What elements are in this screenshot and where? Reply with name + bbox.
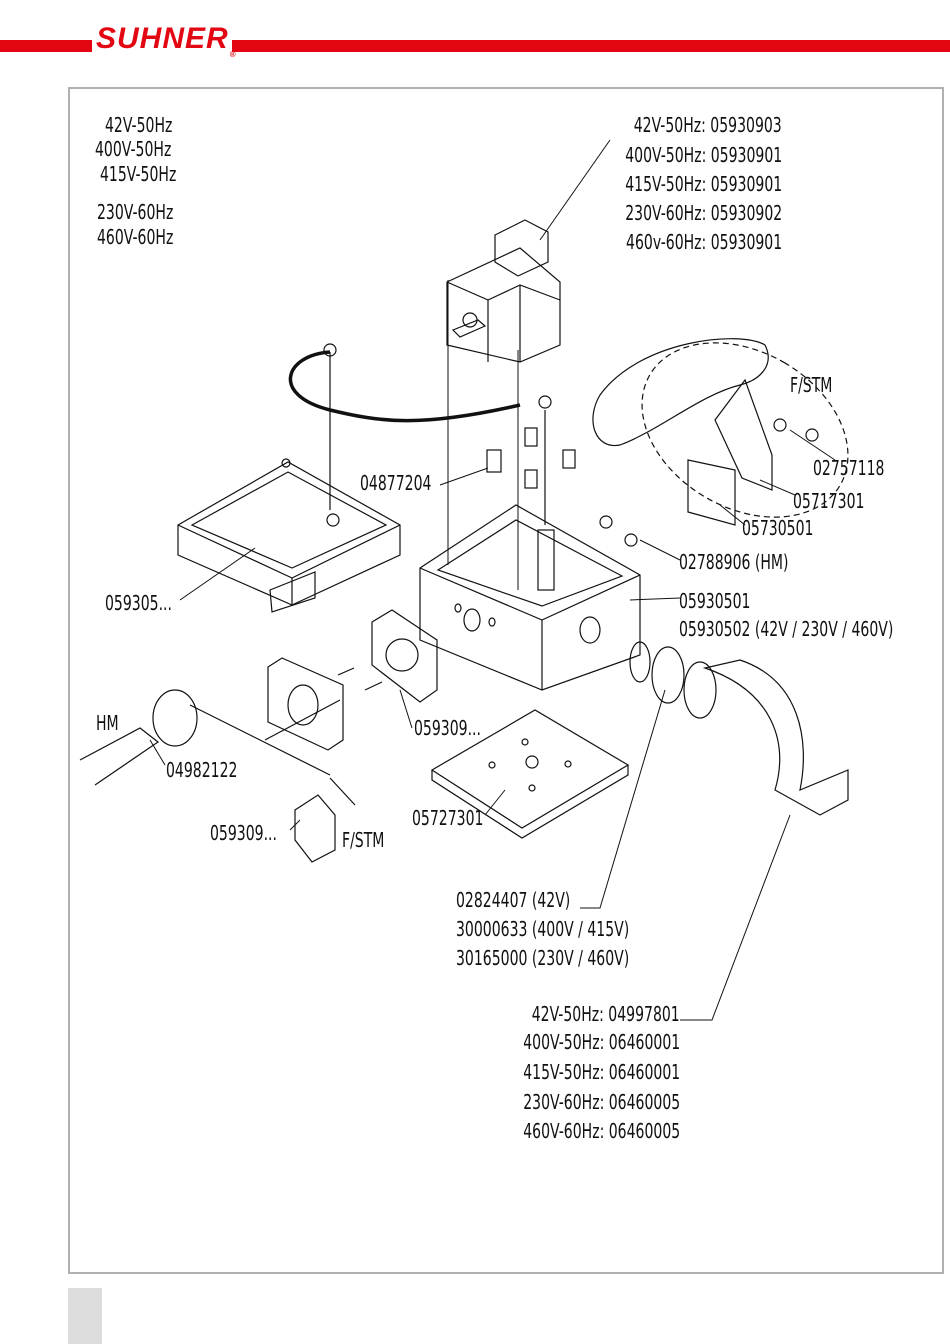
voltage-item: 230V-60Hz — [97, 200, 174, 224]
label-plate: 05730501 — [742, 516, 814, 540]
voltage-item: 400V-50Hz — [95, 137, 172, 161]
gland-part: 02824407 (42V) — [456, 888, 571, 912]
label-switch-knob: 059309... — [210, 821, 277, 845]
wire-lug-right — [538, 395, 552, 409]
brand-logo: SUHNER® — [96, 22, 236, 60]
switch-knob — [294, 777, 356, 863]
label-base-plate: 05727301 — [412, 806, 484, 830]
voltage-item: 460V-60Hz — [97, 225, 174, 249]
cable-part: 460V-60Hz: 06460005 — [523, 1119, 680, 1143]
switch-plate — [267, 609, 438, 751]
screws — [329, 352, 638, 547]
voltage-item: 42V-50Hz — [105, 113, 173, 137]
ground-wire — [288, 350, 521, 423]
header-bar-left — [0, 40, 92, 52]
motor — [446, 219, 561, 363]
cable-part: 415V-50Hz: 06460001 — [523, 1060, 680, 1084]
junction-box — [419, 504, 641, 691]
motor-part: 415V-50Hz: 05930901 — [625, 172, 782, 196]
label-box: 05930501 — [679, 589, 751, 613]
header-bar-right — [232, 40, 950, 52]
motor-part: 400V-50Hz: 05930901 — [625, 143, 782, 167]
gland-part: 30165000 (230V / 460V) — [456, 946, 630, 970]
leader-lines — [149, 139, 836, 1021]
brand-name: SUHNER — [96, 22, 229, 55]
brand-mark: ® — [229, 50, 237, 59]
cable-part: 230V-60Hz: 06460005 — [523, 1090, 680, 1114]
box-lid — [177, 458, 401, 613]
page-tab — [68, 1288, 102, 1344]
label-hm-part: 04982122 — [166, 758, 238, 782]
cable-gland — [629, 641, 717, 719]
motor-part: 230V-60Hz: 05930902 — [625, 201, 782, 225]
diagram-frame — [68, 87, 944, 1274]
voltage-item: 415V-50Hz — [100, 162, 177, 186]
label-switch-plate: 059309... — [414, 716, 481, 740]
label-handle-variant: F/STM — [790, 373, 833, 397]
handle-assembly — [592, 338, 849, 526]
base-plate — [430, 709, 630, 839]
hm-gland — [79, 689, 341, 786]
label-lid: 059305... — [105, 591, 172, 615]
label-screw-top: 04877204 — [360, 471, 432, 495]
label-handle-bracket: 05717301 — [793, 489, 865, 513]
motor-part: 460v-60Hz: 05930901 — [625, 230, 782, 254]
gland-part: 30000633 (400V / 415V) — [456, 917, 630, 941]
label-nut-hm: 02788906 (HM) — [679, 550, 789, 574]
cable-part: 400V-50Hz: 06460001 — [523, 1030, 680, 1054]
power-cable — [702, 659, 849, 816]
label-box-alt: 05930502 (42V / 230V / 460V) — [679, 617, 894, 641]
label-pin: 02757118 — [813, 456, 885, 480]
cable-part: 42V-50Hz: 04997801 — [532, 1002, 680, 1026]
label-switch-variant: F/STM — [342, 828, 385, 852]
motor-part: 42V-50Hz: 05930903 — [634, 113, 782, 137]
label-hm: HM — [96, 711, 119, 735]
